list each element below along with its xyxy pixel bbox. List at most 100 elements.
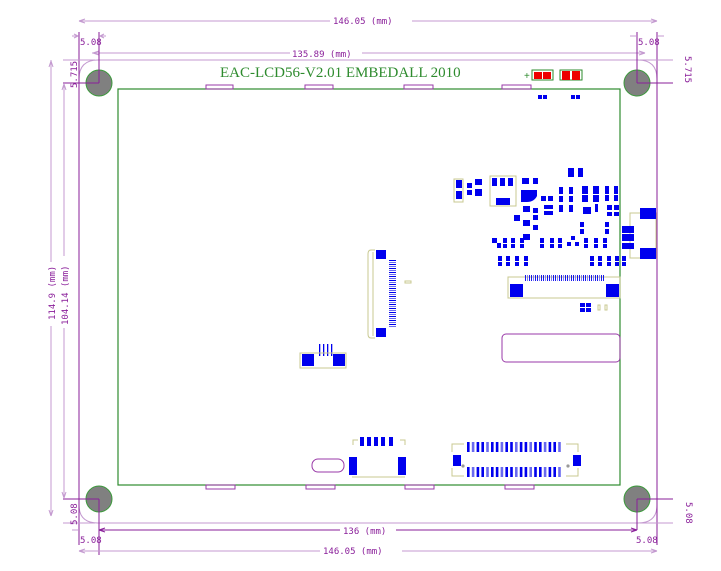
connector-pin — [531, 275, 532, 281]
top-tabs — [205, 84, 532, 90]
connector-pin — [389, 274, 396, 275]
connector-pin — [569, 275, 570, 281]
connector-pin — [553, 467, 556, 477]
dim-label-right-vertical: 5.715 — [682, 56, 692, 83]
connector-pin — [597, 275, 598, 281]
dim-bottom-inner: 136 (mm) — [98, 525, 638, 537]
connector-pin — [519, 467, 523, 477]
connector-pin — [389, 306, 396, 307]
connector-pin — [563, 275, 564, 281]
connector-pin — [389, 294, 396, 295]
connector-pin — [549, 275, 550, 281]
connector-pin — [476, 467, 480, 477]
connector-pin — [537, 275, 538, 281]
connector-pin — [548, 442, 552, 452]
board-title: EAC-LCD56-V2.01 EMBEDALL 2010 — [220, 65, 461, 81]
connector-pin — [481, 467, 484, 477]
connector-pin — [555, 275, 556, 281]
connector-pin — [495, 442, 499, 452]
connector-pin — [389, 308, 396, 309]
connector-pin — [389, 284, 396, 285]
connector-pin — [581, 275, 582, 281]
connector-pin — [389, 262, 396, 263]
connector-pin — [486, 442, 489, 452]
connector-pin — [510, 442, 513, 452]
connector-pin — [486, 467, 489, 477]
connector-pin — [567, 275, 568, 281]
connector-pin — [389, 324, 396, 325]
dim-top-overall: 146.05 (mm) — [78, 15, 658, 27]
connector-pin — [524, 442, 528, 452]
connector-pin — [389, 310, 396, 311]
connector-pin — [557, 275, 558, 281]
bottom-connector-small — [311, 437, 406, 478]
connector-pin — [558, 467, 561, 477]
connector-pin — [476, 442, 480, 452]
connector-pin — [515, 442, 518, 452]
connector-pin — [535, 275, 536, 281]
connector-pin — [495, 467, 499, 477]
led-polarity-label: + — [524, 71, 530, 82]
connector-pin — [500, 467, 504, 477]
connector-pin — [389, 270, 396, 271]
connector-pin — [389, 312, 396, 313]
dim-left-hole-guides: 5.08 5.715 5.08 5.08 — [63, 32, 106, 555]
bottom-connector-large — [451, 442, 581, 477]
connector-pin — [565, 275, 566, 281]
connector-pin — [575, 275, 576, 281]
connector-pin — [389, 302, 396, 303]
bottom-tabs — [205, 484, 535, 490]
connector-pin — [515, 467, 518, 477]
connector-pin — [389, 300, 396, 301]
connector-pin — [389, 260, 396, 261]
small-pads-top — [538, 95, 580, 99]
connector-pin — [481, 442, 484, 452]
connector-pin — [561, 275, 562, 281]
connector-pin — [525, 275, 526, 281]
connector-pin — [577, 275, 578, 281]
dim-label-top-overall: 146.05 (mm) — [333, 17, 393, 27]
connector-pin — [389, 264, 396, 265]
dim-left-inner: 104.14 (mm) — [59, 83, 71, 499]
connector-pin — [389, 268, 396, 269]
connector-pin — [571, 275, 572, 281]
connector-pin — [585, 275, 586, 281]
connector-pin — [595, 275, 596, 281]
connector-pin — [573, 275, 574, 281]
lcd-active-area-outline — [117, 88, 621, 486]
connector-pin — [599, 275, 600, 281]
dim-right-hole-guides: 5.08 5.715 5.08 5.08 — [630, 32, 693, 546]
connector-pin — [551, 275, 552, 281]
connector-pin — [467, 467, 470, 477]
dim-label-bottom-right-offset: 5.08 — [636, 536, 658, 546]
connector-pin — [389, 316, 396, 317]
connector-pin — [389, 304, 396, 305]
connector-pin — [529, 467, 532, 477]
connector-pin — [543, 275, 544, 281]
connector-pin — [524, 467, 528, 477]
dim-label-left-inner: 104.14 (mm) — [61, 265, 71, 325]
connector-pin — [389, 272, 396, 273]
connector-pin — [389, 320, 396, 321]
connector-pin — [389, 296, 396, 297]
connector-pin — [558, 442, 561, 452]
connector-pin — [534, 442, 537, 452]
connector-pin — [603, 275, 604, 281]
connector-pin — [491, 442, 494, 452]
connector-pin — [589, 275, 590, 281]
connector-pin — [519, 442, 523, 452]
small-connector-left — [299, 344, 347, 369]
connector-pin — [545, 275, 546, 281]
connector-pin — [389, 322, 396, 323]
connector-pin — [539, 275, 540, 281]
dim-label-left-overall: 114.9 (mm) — [48, 266, 58, 320]
connector-pin — [505, 442, 508, 452]
connector-pin — [389, 286, 396, 287]
dim-label-top-left-offset: 5.08 — [80, 38, 102, 48]
connector-pin — [543, 442, 547, 452]
connector-pin — [548, 467, 552, 477]
connector-pin — [533, 275, 534, 281]
connector-pin — [539, 442, 542, 452]
board-outline — [78, 59, 658, 524]
